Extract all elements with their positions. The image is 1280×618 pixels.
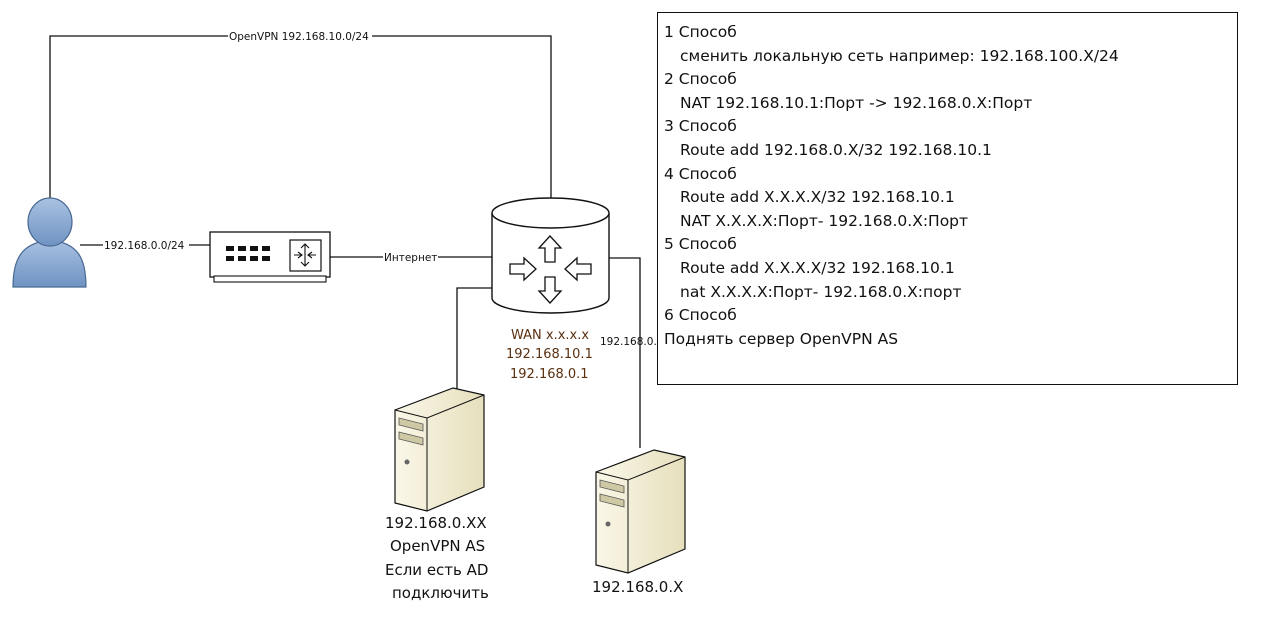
right-server-line xyxy=(609,257,641,448)
user-lan-label-bg xyxy=(103,238,189,252)
lan-right-label: 192.168.0. xyxy=(600,336,657,348)
method-5-line-2: nat X.X.X.X:Порт- 192.168.0.X:порт xyxy=(680,282,962,301)
openvpn-label-bg xyxy=(228,29,372,43)
method-3-title: 3 Способ xyxy=(664,117,737,136)
network-switch-icon xyxy=(209,231,331,283)
method-5-title: 5 Способ xyxy=(664,235,737,254)
router-label-vpn-ip: 192.168.10.1 xyxy=(506,347,593,362)
server-left-ip: 192.168.0.XX xyxy=(385,514,487,532)
internet-label-bg xyxy=(383,250,438,264)
internet-label: Интернет xyxy=(384,252,437,264)
router-label-lan-ip: 192.168.0.1 xyxy=(510,367,589,382)
server-icon xyxy=(595,449,686,574)
user-icon xyxy=(12,197,87,288)
method-4-title: 4 Способ xyxy=(664,164,737,183)
method-2-title: 2 Способ xyxy=(664,70,737,89)
method-5-line-1: Route add X.X.X.X/32 192.168.10.1 xyxy=(680,258,955,277)
method-4-line-1: Route add X.X.X.X/32 192.168.10.1 xyxy=(680,188,955,207)
openvpn-link-label: OpenVPN 192.168.10.0/24 xyxy=(229,31,369,43)
server-left-role: OpenVPN AS xyxy=(390,537,485,555)
server-right-ip: 192.168.0.X xyxy=(592,578,683,596)
router-label-wan: WAN x.x.x.x xyxy=(511,328,589,343)
method-1-line-1: сменить локальную сеть например: 192.168… xyxy=(680,46,1119,65)
method-6-line-1: Поднять сервер OpenVPN AS xyxy=(664,329,899,348)
router-icon xyxy=(491,197,610,314)
openvpn-link-line xyxy=(49,35,552,200)
method-6-title: 6 Способ xyxy=(664,306,737,325)
user-lan-label: 192.168.0.0/24 xyxy=(104,240,185,252)
method-4-line-2: NAT X.X.X.X:Порт- 192.168.0.X:Порт xyxy=(680,211,969,230)
server-left-note-1: Если есть AD xyxy=(385,561,488,579)
method-2-line-1: NAT 192.168.10.1:Порт -> 192.168.0.X:Пор… xyxy=(680,93,1033,112)
left-server-line xyxy=(456,287,492,390)
server-left-note-2: подключить xyxy=(392,584,489,602)
method-1-title: 1 Способ xyxy=(664,23,737,41)
method-3-line-1: Route add 192.168.0.X/32 192.168.10.1 xyxy=(680,140,992,159)
server-icon xyxy=(394,387,485,512)
methods-notes-box: 1 Способ сменить локальную сеть например… xyxy=(657,12,1238,385)
